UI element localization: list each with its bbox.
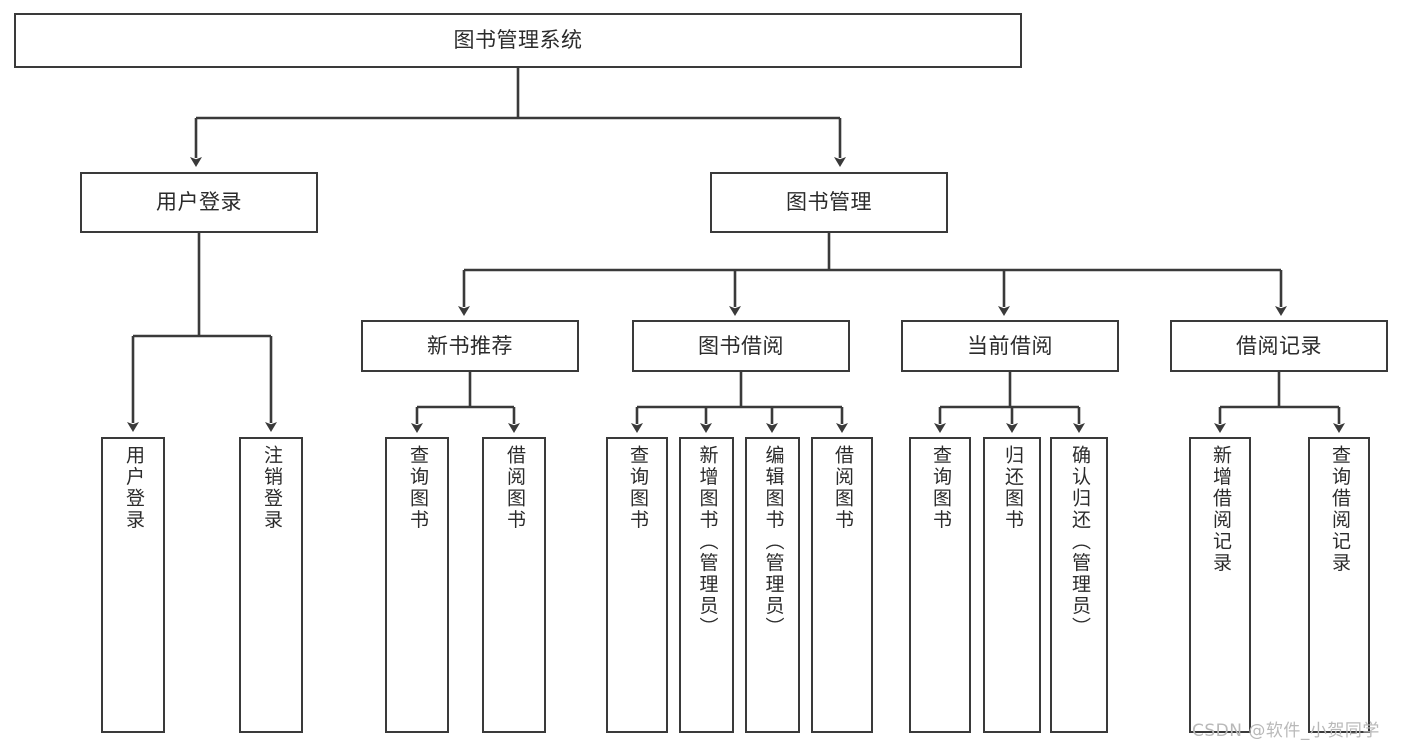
node-current-borrow-label: 当前借阅 [967,333,1053,358]
node-leaf-user-login[interactable]: 用户登录 [101,437,165,733]
node-leaf-query-book-borrow-label: 查询图书 [626,445,649,531]
node-leaf-query-book-current-label: 查询图书 [929,445,952,531]
node-leaf-query-book-borrow[interactable]: 查询图书 [606,437,668,733]
node-leaf-borrow-book-borrow-label: 借阅图书 [831,445,854,531]
node-leaf-return-book[interactable]: 归还图书 [983,437,1041,733]
node-leaf-user-login-label: 用户登录 [122,445,145,531]
node-leaf-logout-label: 注销登录 [260,445,283,531]
node-new-book-recommend-label: 新书推荐 [427,333,513,358]
node-new-book-recommend[interactable]: 新书推荐 [361,320,579,372]
node-leaf-edit-book-label: 编辑图书（管理员） [762,445,785,639]
node-root-label: 图书管理系统 [453,28,583,53]
node-leaf-query-borrow-record[interactable]: 查询借阅记录 [1308,437,1370,733]
node-book-borrow-label: 图书借阅 [698,333,784,358]
csdn-watermark: CSDN @软件_小贺同学 [1192,721,1380,741]
node-leaf-borrow-book-borrow[interactable]: 借阅图书 [811,437,873,733]
node-leaf-add-book-label: 新增图书（管理员） [696,445,719,639]
node-leaf-add-borrow-record-label: 新增借阅记录 [1209,445,1232,574]
node-leaf-query-book-recommend-label: 查询图书 [406,445,429,531]
node-leaf-logout[interactable]: 注销登录 [239,437,303,733]
node-book-manage-label: 图书管理 [786,190,872,215]
node-leaf-add-borrow-record[interactable]: 新增借阅记录 [1189,437,1251,733]
node-user-login-label: 用户登录 [156,190,242,215]
node-leaf-edit-book[interactable]: 编辑图书（管理员） [745,437,800,733]
node-borrow-record[interactable]: 借阅记录 [1170,320,1388,372]
node-leaf-borrow-book-recommend-label: 借阅图书 [503,445,526,531]
node-leaf-query-book-current[interactable]: 查询图书 [909,437,971,733]
node-user-login[interactable]: 用户登录 [80,172,318,233]
node-current-borrow[interactable]: 当前借阅 [901,320,1119,372]
node-leaf-borrow-book-recommend[interactable]: 借阅图书 [482,437,546,733]
node-leaf-return-book-label: 归还图书 [1001,445,1024,531]
node-borrow-record-label: 借阅记录 [1236,333,1322,358]
node-leaf-query-borrow-record-label: 查询借阅记录 [1328,445,1351,574]
node-leaf-confirm-return-label: 确认归还（管理员） [1068,445,1091,639]
node-book-manage[interactable]: 图书管理 [710,172,948,233]
node-book-borrow[interactable]: 图书借阅 [632,320,850,372]
node-leaf-query-book-recommend[interactable]: 查询图书 [385,437,449,733]
node-leaf-add-book[interactable]: 新增图书（管理员） [679,437,734,733]
node-leaf-confirm-return[interactable]: 确认归还（管理员） [1050,437,1108,733]
node-root[interactable]: 图书管理系统 [14,13,1022,68]
